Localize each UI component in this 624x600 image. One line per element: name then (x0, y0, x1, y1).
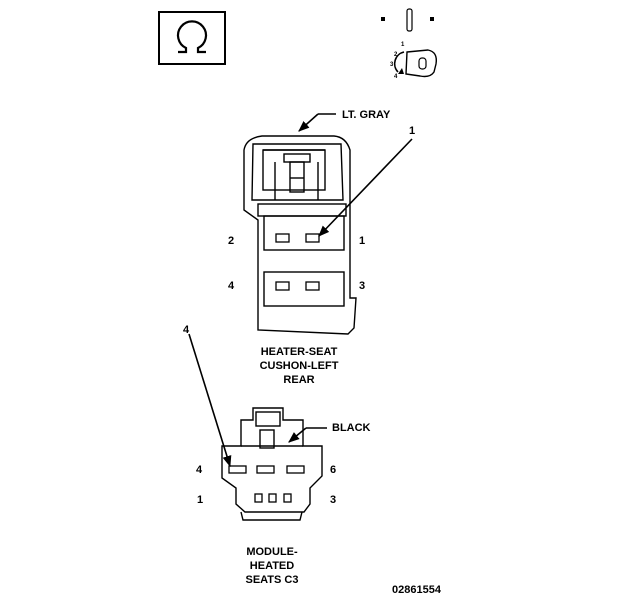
lower-pin-3: 3 (330, 494, 337, 506)
lower-pin-6: 6 (330, 464, 337, 476)
lower-connector-name: MODULE- HEATED SEATS C3 (246, 545, 299, 587)
omega-icon (158, 11, 226, 65)
key-digit-3: 3 (390, 62, 394, 68)
lower-name-line-1: MODULE- (246, 546, 298, 558)
upper-color-label: LT. GRAY (342, 109, 391, 121)
lower-leaders (188, 333, 327, 468)
lower-connector-cavities (228, 465, 305, 503)
upper-connector (243, 135, 357, 335)
figure-id: 02861554 (392, 584, 441, 596)
key-digit-2: 2 (394, 52, 398, 58)
upper-name-line-1: HEATER-SEAT (260, 346, 338, 358)
lower-color-label: BLACK (332, 422, 371, 434)
upper-pin-1: 1 (359, 235, 366, 247)
upper-name-line-3: REAR (283, 374, 315, 386)
lower-pin-1: 1 (197, 494, 204, 506)
upper-pointer-number: 1 (409, 125, 416, 137)
lower-pointer-number: 4 (183, 324, 190, 336)
ignition-key-icon (381, 8, 438, 78)
upper-name-line-2: CUSHON-LEFT (259, 360, 339, 372)
upper-pin-3: 3 (359, 280, 366, 292)
lower-name-line-3: SEATS C3 (245, 574, 299, 586)
key-digit-4: 4 (394, 74, 398, 80)
upper-connector-cavities (275, 233, 320, 291)
lower-pin-4: 4 (196, 464, 203, 476)
lower-name-line-2: HEATED (249, 560, 295, 572)
upper-pin-2: 2 (228, 235, 235, 247)
upper-pin-4: 4 (228, 280, 235, 292)
lower-connector (221, 407, 323, 521)
upper-connector-name: HEATER-SEAT CUSHON-LEFT REAR (260, 345, 339, 387)
key-digit-1: 1 (401, 42, 405, 48)
upper-leaders (298, 113, 413, 237)
